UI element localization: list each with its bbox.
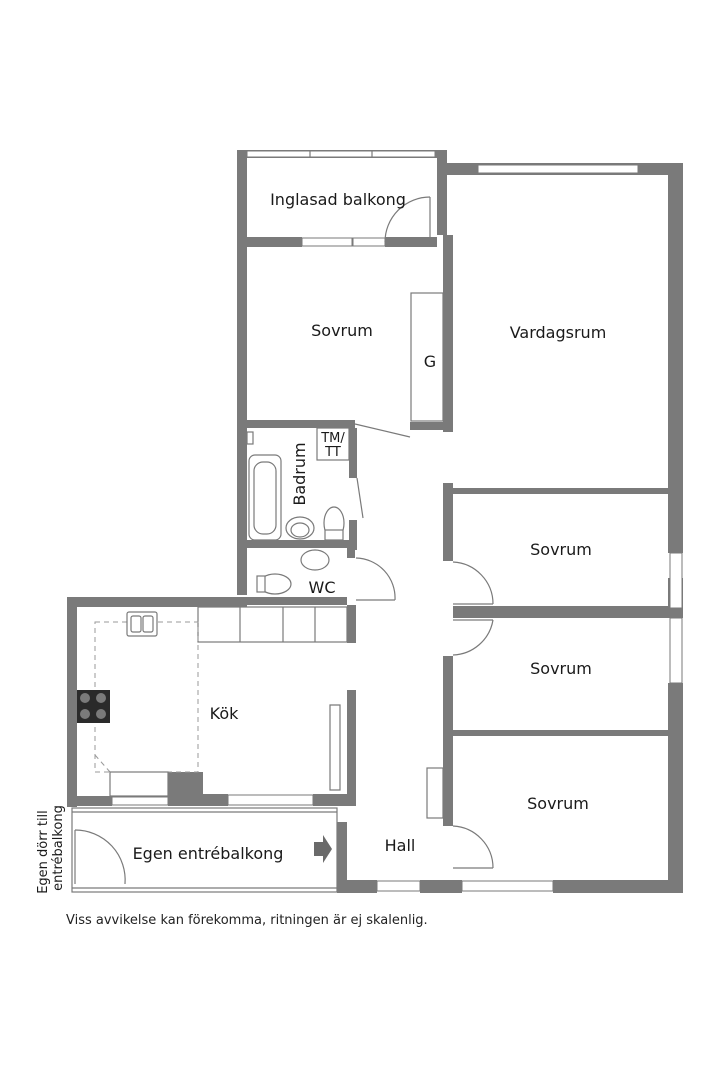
label-bathroom: Badrum — [290, 442, 309, 505]
label-kitchen: Kök — [210, 704, 239, 723]
sink-icon — [126, 611, 158, 637]
stove-icon — [77, 690, 110, 723]
label-bedroom-2: Sovrum — [530, 659, 592, 678]
label-wardrobe: G — [424, 352, 436, 371]
laundry-box — [316, 427, 350, 461]
label-bedroom-top: Sovrum — [311, 321, 373, 340]
label-laundry-1: TM/ — [320, 431, 345, 446]
label-living-room: Vardagsrum — [510, 323, 607, 342]
label-glazed-balcony: Inglasad balkong — [270, 190, 406, 209]
wardrobe — [410, 292, 444, 422]
washbasin-icon — [285, 516, 330, 571]
label-door-note-2: entrébalkong — [51, 805, 66, 891]
entrance-arrow-icon — [314, 835, 332, 863]
label-bedroom-1: Sovrum — [530, 540, 592, 559]
label-door-note-1: Egen dörr till — [36, 810, 51, 894]
label-entrance-balcony: Egen entrébalkong — [133, 844, 284, 863]
toilet-icon — [256, 506, 345, 595]
label-hall: Hall — [385, 836, 416, 855]
kitchen-fixtures — [94, 606, 348, 797]
label-wc: WC — [309, 578, 336, 597]
windows — [111, 150, 683, 892]
walls — [67, 150, 683, 893]
disclaimer-text: Viss avvikelse kan förekomma, ritningen … — [66, 913, 428, 928]
bathtub-icon — [246, 431, 282, 541]
doors — [74, 196, 494, 885]
label-laundry-2: TT — [324, 445, 341, 460]
label-bedroom-3: Sovrum — [527, 794, 589, 813]
hall-cabinet — [426, 767, 444, 819]
